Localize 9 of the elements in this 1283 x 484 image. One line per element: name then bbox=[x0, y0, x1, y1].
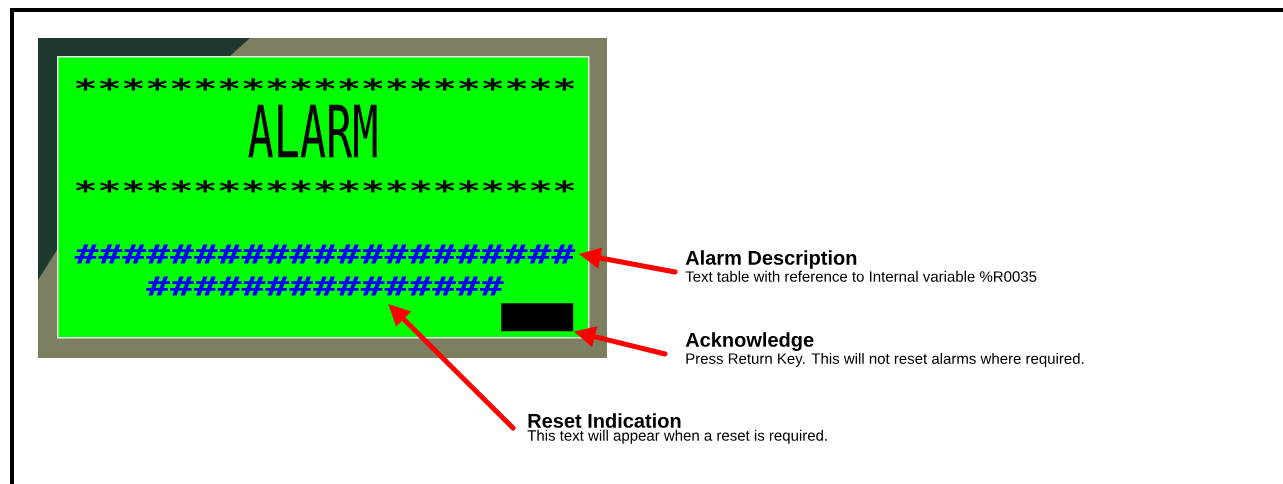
hash-row: ##################### bbox=[74, 244, 576, 264]
callout-text: Acknowledge Press Return Key. This will not reset alarms where required. bbox=[685, 332, 1084, 367]
callout-text: Alarm Description Text table with reference to Internal variable %R0035 bbox=[685, 250, 1037, 282]
indicator-block bbox=[501, 303, 574, 332]
asterisk-row: ********************* bbox=[75, 78, 574, 91]
hash-row: ############### bbox=[146, 276, 504, 296]
callout-text: Reset Indication This text will appear when a reset is required. bbox=[527, 413, 827, 444]
asterisk-row: ********************* bbox=[75, 180, 574, 193]
screen-title: ALARM bbox=[248, 104, 377, 158]
